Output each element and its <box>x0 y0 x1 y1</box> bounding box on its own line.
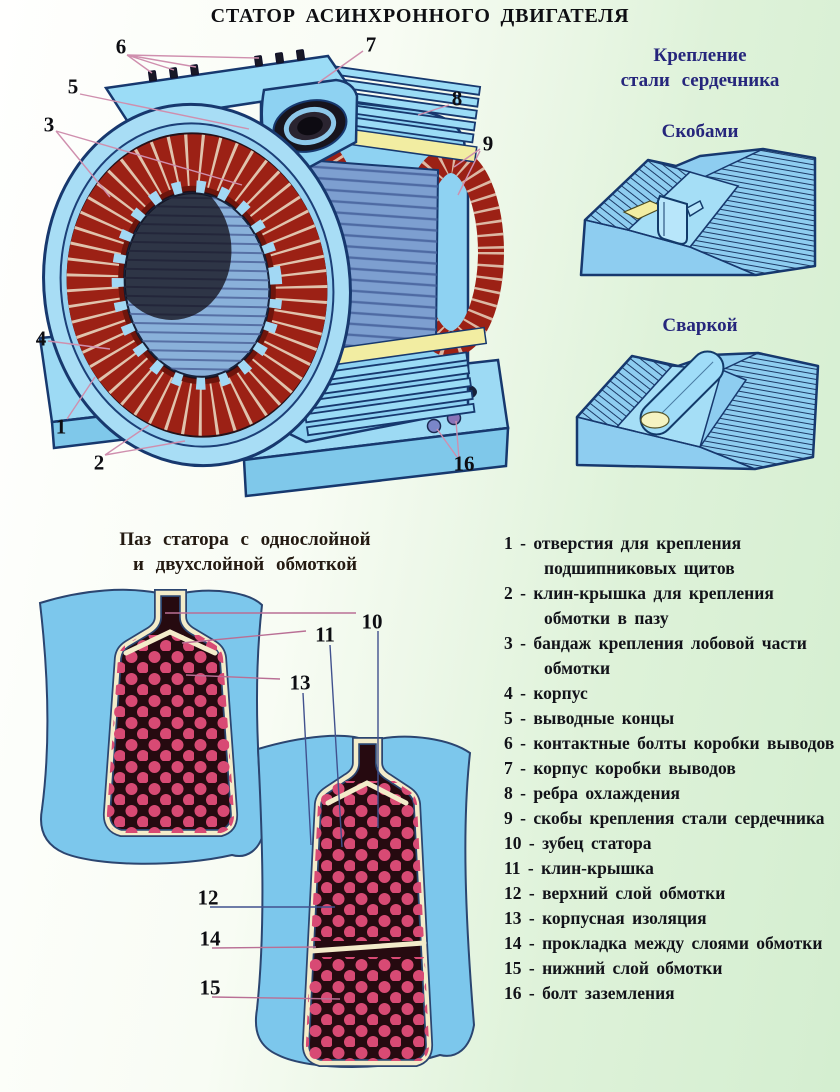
legend-item: 16 - болт заземления <box>504 983 675 1003</box>
legend-item: 9 - скобы крепления стали сердечника <box>504 808 825 828</box>
callout-14: 14 <box>199 926 221 951</box>
stator-callouts: 6 7 5 8 3 9 4 1 2 16 <box>6 30 522 522</box>
slot-leader-lines <box>165 612 379 1000</box>
slot-title-line1: Паз статора с однослойной <box>119 529 371 550</box>
callout-10: 10 <box>361 609 383 634</box>
callout-2: 2 <box>93 450 105 475</box>
stator-figure: 6 7 5 8 3 9 4 1 2 16 <box>6 30 522 522</box>
slot-wedge-1 <box>123 629 218 656</box>
callout-3: 3 <box>43 112 55 137</box>
callout-11: 11 <box>315 622 335 647</box>
stator-illustration <box>38 49 510 498</box>
callout-4: 4 <box>35 326 47 351</box>
legend-item: 5 - выводные концы <box>504 708 675 728</box>
staple-method-label: Скобами <box>661 121 739 142</box>
page-title: СТАТОР АСИНХРОННОГО ДВИГАТЕЛЯ <box>210 5 630 27</box>
legend-item: 10 - зубец статора <box>504 833 652 853</box>
callout-16: 16 <box>453 451 475 476</box>
staple-fastening-illustration <box>579 147 817 277</box>
weld-fastening-figure <box>560 350 840 512</box>
staple-fastening-figure <box>560 146 840 316</box>
callout-5: 5 <box>67 74 79 99</box>
slot-title-line2: и двухслойной обмоткой <box>132 553 358 575</box>
legend-item: 15 - нижний слой обмотки <box>504 958 723 978</box>
legend-item: 1 - отверстия для крепления подшипниковы… <box>504 533 742 578</box>
staple-clamp <box>657 194 688 245</box>
slot-illustration <box>38 588 476 1068</box>
legend-item: 12 - верхний слой обмотки <box>504 883 726 903</box>
legend: 1 - отверстия для крепления подшипниковы… <box>504 531 838 1006</box>
callout-15: 15 <box>199 975 221 1000</box>
slot-section-title: Паз статора с однослойной и двухслойной … <box>30 528 460 577</box>
fastening-section-title: Крепление стали сердечника <box>565 44 835 93</box>
callout-7: 7 <box>365 32 377 57</box>
callout-9: 9 <box>482 131 494 156</box>
leader-lines <box>47 50 481 460</box>
weld-pad <box>640 411 670 429</box>
legend-item: 2 - клин-крышка для крепления обмотки в … <box>504 583 774 628</box>
legend-item: 11 - клин-крышка <box>504 858 654 878</box>
legend-item: 4 - корпус <box>504 683 588 703</box>
front-ring <box>42 102 352 468</box>
legend-item: 3 - бандаж крепления лобовой части обмот… <box>504 633 807 678</box>
callout-6: 6 <box>115 34 127 59</box>
legend-item: 7 - корпус коробки выводов <box>504 758 736 778</box>
weld-method-label: Сваркой <box>662 315 738 336</box>
slot-wedge-2 <box>325 780 409 806</box>
callout-8: 8 <box>451 86 463 111</box>
legend-item: 8 - ребра охлаждения <box>504 783 681 803</box>
weld-fastening-illustration <box>575 350 820 471</box>
legend-item: 6 - контактные болты коробки выводов <box>504 733 835 753</box>
fastening-title-line1: Крепление <box>653 45 747 66</box>
callout-13: 13 <box>289 670 311 695</box>
callout-12: 12 <box>197 885 219 910</box>
layer-spacer <box>308 940 427 954</box>
fastening-title-line2: стали сердечника <box>620 69 780 91</box>
callout-1: 1 <box>55 414 67 439</box>
legend-item: 14 - прокладка между слоями обмотки <box>504 933 823 953</box>
legend-item: 13 - корпусная изоляция <box>504 908 707 928</box>
